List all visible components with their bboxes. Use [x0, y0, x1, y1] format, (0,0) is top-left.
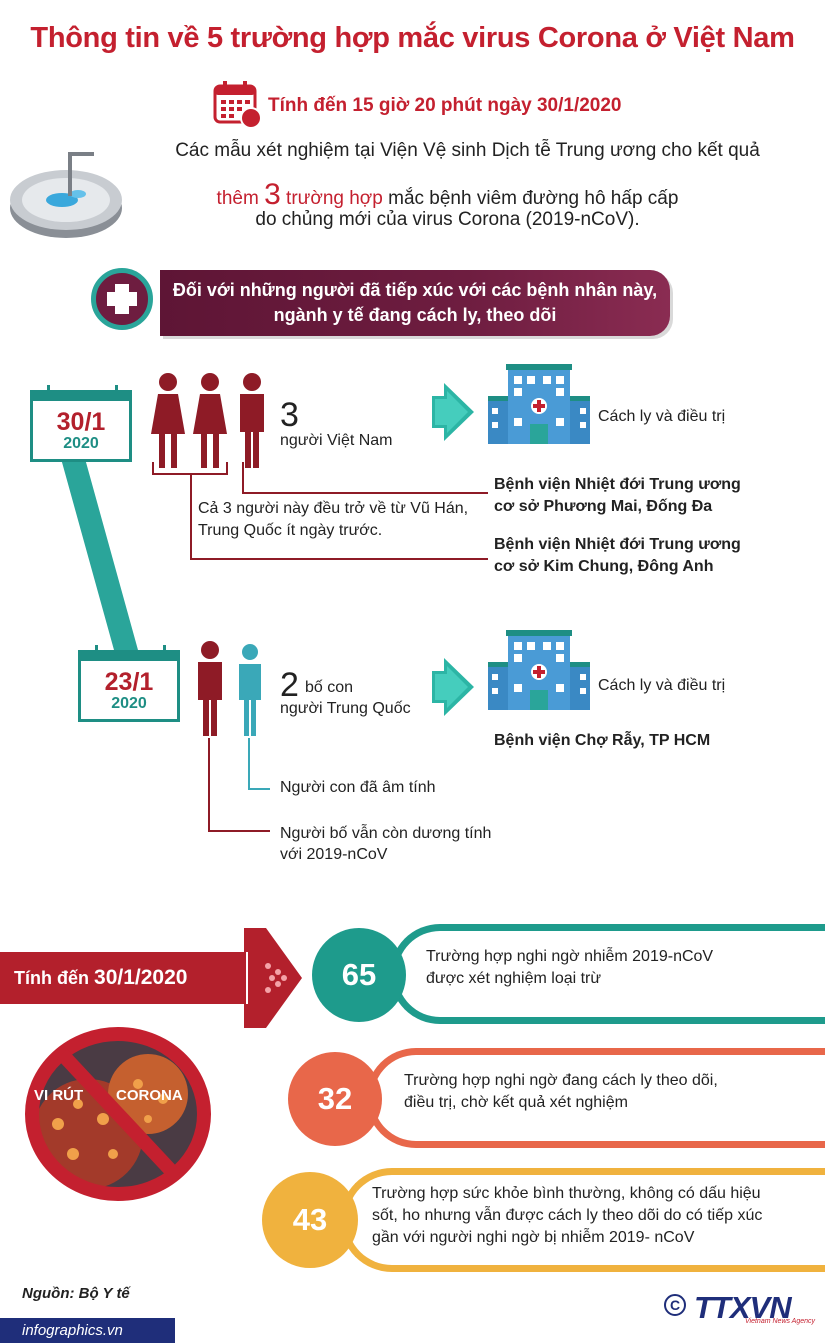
plus-icon	[107, 284, 137, 314]
hospital-1-line-2: cơ sở Phương Mai, Đống Đa	[494, 498, 713, 515]
banner-line-2: ngành y tế đang cách ly, theo dõi	[273, 305, 557, 325]
case1-hospital-2: Bệnh viện Nhiệt đới Trung ương cơ sở Kim…	[494, 534, 741, 578]
timeline-connector	[60, 455, 138, 650]
case2-who-line-1: bố con	[305, 679, 354, 696]
stats-date-banner: Tính đến 30/1/2020	[0, 952, 246, 1004]
stat-43-ring	[340, 1168, 825, 1272]
intro-rest: mắc bệnh viêm đường hô hấp cấp	[388, 188, 679, 209]
footer-site[interactable]: infographics.vn	[0, 1318, 175, 1343]
stat-65-line-1: Trường hợp nghi ngờ nhiễm 2019-nCoV	[426, 948, 714, 965]
intro-line-3: do chủng mới của virus Corona (2019-nCoV…	[255, 209, 640, 230]
stat-32-line-1: Trường hợp nghi ngờ đang cách ly theo dõ…	[404, 1072, 718, 1089]
case2-treatment: Cách ly và điều trị	[598, 677, 726, 694]
case2-year: 2020	[111, 695, 147, 712]
stat-65-text: Trường hợp nghi ngờ nhiễm 2019-nCoV được…	[426, 946, 713, 990]
petri-dish-icon	[10, 152, 122, 238]
case1-note-line-1: Cả 3 người này đều trở về từ Vũ Hán,	[198, 500, 469, 517]
stat-32-text: Trường hợp nghi ngờ đang cách ly theo dõ…	[404, 1070, 718, 1114]
chevron-arrow-icon	[244, 928, 302, 1028]
stat-65-ring	[390, 924, 825, 1024]
stat-32-ring	[366, 1048, 825, 1148]
banner-line-1: Đối với những người đã tiếp xúc với các …	[172, 280, 658, 300]
child-note: Người con đã âm tính	[280, 779, 436, 796]
stat-43-value: 43	[262, 1172, 358, 1268]
medical-cross-badge	[91, 268, 153, 330]
stat-43-line-2: sốt, ho nhưng vẫn được cách ly theo dõi …	[372, 1207, 763, 1224]
stat-32-value: 32	[288, 1052, 382, 1146]
case2-count: 2	[280, 666, 299, 704]
stat-43-line-3: gần với người nghi ngờ bị nhiễm 2019- nC…	[372, 1229, 695, 1246]
stats-banner-prefix: Tính đến	[14, 968, 89, 988]
hospital-2-line-2: cơ sở Kim Chung, Đông Anh	[494, 558, 714, 575]
stat-43-text: Trường hợp sức khỏe bình thường, không c…	[372, 1183, 762, 1249]
three-people-icon	[151, 373, 264, 468]
stats-banner-date: 30/1/2020	[94, 966, 188, 989]
hospital-icon	[488, 364, 590, 444]
intro-prefix: thêm	[216, 188, 259, 209]
case1-hospital-1: Bệnh viện Nhiệt đới Trung ương cơ sở Phư…	[494, 474, 741, 518]
father-son-icon	[198, 641, 261, 736]
case1-note-line-2: Trung Quốc ít ngày trước.	[198, 522, 383, 539]
father-note: Người bố vẫn còn dương tính với 2019-nCo…	[280, 823, 491, 865]
arrow-right-icon	[432, 383, 474, 441]
case2-date: 23/1	[104, 668, 154, 696]
case2-hospital: Bệnh viện Chợ Rẫy, TP HCM	[494, 732, 711, 749]
case1-who: người Việt Nam	[280, 432, 393, 449]
virus-right-text: CORONA	[116, 1087, 183, 1104]
father-note-line-1: Người bố vẫn còn dương tính	[280, 825, 492, 842]
page-title: Thông tin về 5 trường hợp mắc virus Coro…	[30, 22, 795, 54]
stat-65-line-2: được xét nghiệm loại trừ	[426, 970, 602, 987]
intro-line-1: Các mẫu xét nghiệm tại Viện Vệ sinh Dịch…	[175, 140, 760, 161]
case2-who-line-2: người Trung Quốc	[280, 700, 411, 717]
date-box-30-1: 30/1 2020	[30, 385, 132, 462]
stat-32-line-2: điều trị, chờ kết quả xét nghiệm	[404, 1094, 628, 1111]
ttxvn-logo-sub: Vietnam News Agency	[745, 1318, 816, 1325]
source-note: Nguồn: Bộ Y tế	[22, 1285, 130, 1302]
calendar-icon	[213, 81, 262, 129]
stat-65-value: 65	[312, 928, 406, 1022]
quarantine-banner: Đối với những người đã tiếp xúc với các …	[160, 270, 670, 336]
case1-note: Cả 3 người này đều trở về từ Vũ Hán, Tru…	[198, 498, 468, 542]
ttxvn-logo: TTXVN	[694, 1290, 792, 1325]
case1-treatment: Cách ly và điều trị	[598, 408, 726, 425]
stat-43-line-1: Trường hợp sức khỏe bình thường, không c…	[372, 1185, 761, 1202]
arrow-right-icon	[432, 658, 474, 716]
date-line: Tính đến 15 giờ 20 phút ngày 30/1/2020	[268, 95, 622, 116]
hospital-2-line-1: Bệnh viện Nhiệt đới Trung ương	[494, 536, 741, 553]
intro-red-text: trường hợp	[286, 188, 383, 209]
copyright-icon: C	[664, 1294, 686, 1316]
case1-date: 30/1	[56, 408, 106, 436]
intro-line-2: thêm 3 trường hợp mắc bệnh viêm đường hô…	[0, 178, 825, 212]
hospital-icon	[488, 630, 590, 710]
virus-left-text: VI RÚT	[34, 1086, 83, 1104]
no-virus-icon: VI RÚT CORONA	[25, 1027, 211, 1201]
case1-year: 2020	[63, 435, 99, 452]
hospital-1-line-1: Bệnh viện Nhiệt đới Trung ương	[494, 476, 741, 493]
intro-number: 3	[264, 178, 281, 211]
date-box-23-1: 23/1 2020	[78, 645, 180, 722]
father-note-line-2: với 2019-nCoV	[280, 846, 388, 863]
case1-count: 3	[280, 396, 299, 434]
